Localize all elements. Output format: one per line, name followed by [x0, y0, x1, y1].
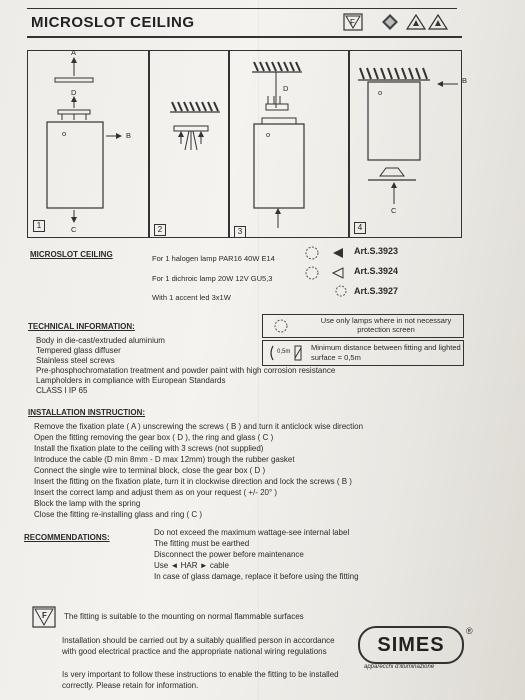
- footer-retain-line-1: Is very important to follow these instru…: [62, 670, 339, 679]
- certification-icons: F: [343, 13, 449, 31]
- tech-line-2: Tempered glass diffuser: [36, 346, 121, 355]
- rec-line-5: In case of glass damage, replace it befo…: [154, 572, 359, 581]
- flammable-icon-letter: F: [42, 611, 47, 620]
- diagram-panel-2: [148, 50, 230, 238]
- footer-install-line-1: Installation should be carried out by a …: [62, 636, 335, 645]
- rec-line-3: Disconnect the power before maintenance: [154, 550, 304, 559]
- tech-line-1: Body in die-cast/extruded aluminium: [36, 336, 165, 345]
- panel-1-label-d: D: [71, 88, 77, 97]
- diagram-panel-3: [228, 50, 350, 238]
- recommendations-heading: RECOMMENDATIONS:: [24, 533, 110, 542]
- flammable-surface-icon: [32, 606, 56, 628]
- footer-install-line-2: with good electrical practice and the ap…: [62, 647, 327, 656]
- paper-fold: [258, 0, 260, 700]
- svg-text:F: F: [350, 18, 355, 27]
- install-line-7: Insert the correct lamp and adjust them …: [34, 488, 278, 497]
- install-line-2: Open the fitting removing the gear box (…: [34, 433, 274, 442]
- panel-3-label-o: o: [266, 130, 271, 139]
- footer-mounting: The fitting is suitable to the mounting …: [64, 612, 304, 621]
- panel-3-label-d: D: [283, 84, 289, 93]
- rec-line-2: The fitting must be earthed: [154, 539, 250, 548]
- variant-3-art: Art.S.3927: [354, 286, 399, 296]
- panel-2-number: 2: [154, 224, 166, 236]
- page-title: MICROSLOT CEILING: [31, 14, 195, 31]
- variant-2-desc: For 1 dichroic lamp 20W 12V GU5,3: [152, 274, 273, 283]
- product-name: MICROSLOT CEILING: [30, 250, 113, 259]
- simes-logo: SIMES: [358, 626, 464, 664]
- diagram-drawings: [46, 57, 458, 228]
- panel-1-label-c: C: [71, 225, 77, 234]
- installation-heading: INSTALLATION INSTRUCTION:: [28, 408, 146, 417]
- footer-retain-line-2: correctly. Please retain for information…: [62, 681, 199, 690]
- install-line-6: Insert the fitting on the fixation plate…: [34, 477, 352, 486]
- panel-4-drawing: [358, 67, 458, 204]
- install-line-1: Remove the fixation plate ( A ) unscrewi…: [34, 422, 364, 431]
- speaker-icon: [333, 248, 343, 258]
- panel-2-drawing: [170, 101, 220, 151]
- diagram-panel-1: [27, 50, 150, 238]
- tech-line-5: Lampholders in compliance with European …: [36, 376, 226, 385]
- panel-4-label-b: B: [462, 76, 468, 85]
- brand-tagline: apparecchi d'illuminazione: [364, 664, 435, 670]
- panel-1-number: 1: [33, 220, 45, 232]
- distance-icon-label: 0,5m: [277, 349, 291, 355]
- registered-mark: ®: [466, 626, 473, 636]
- install-line-8: Block the lamp with the spring: [34, 499, 141, 508]
- led-icon: [335, 285, 347, 297]
- diagram-panel-4: [348, 50, 462, 238]
- rec-line-1: Do not exceed the maximum wattage-see in…: [154, 528, 350, 537]
- notice-box-distance: 0,5m Minimum distance between fitting an…: [262, 340, 464, 366]
- panel-4-label-c: C: [391, 206, 397, 215]
- panel-1-drawing: [46, 57, 122, 223]
- rec-line-4: Use ◄ HAR ► cable: [154, 561, 229, 570]
- install-line-5: Connect the single wire to terminal bloc…: [34, 466, 266, 475]
- install-line-9: Close the fitting re-installing glass an…: [34, 510, 203, 519]
- speaker-outline-icon: [331, 267, 344, 279]
- variant-icons: [305, 246, 347, 297]
- panel-1-label-o: o: [62, 129, 67, 138]
- header-top-rule: [27, 8, 457, 9]
- notice-lamps-text: Use only lamps where in not necessary pr…: [320, 316, 452, 334]
- panel-3-drawing: [252, 61, 305, 228]
- panel-1-label-a: A: [71, 48, 77, 57]
- header-symbols: F: [340, 12, 460, 32]
- panel-4-label-o: o: [378, 88, 383, 97]
- technical-heading: TECHNICAL INFORMATION:: [28, 322, 135, 331]
- install-line-4: Introduce the cable (D min 8mm - D max 1…: [34, 455, 295, 464]
- panel-3-number: 3: [234, 226, 246, 238]
- lamp-protection-icon: [274, 319, 288, 333]
- variant-1-art: Art.S.3923: [354, 246, 399, 256]
- tech-line-4: Pre-phosphochromatation treatment and po…: [36, 366, 336, 375]
- tech-line-3: Stainless steel screws: [36, 356, 115, 365]
- header-rule: [27, 36, 462, 38]
- tech-line-6: CLASS I IP 65: [36, 386, 88, 395]
- distance-icon: [270, 345, 302, 361]
- variant-1-desc: For 1 halogen lamp PAR16 40W E14: [152, 254, 275, 263]
- lamp-icon-2: [305, 266, 319, 280]
- panel-1-label-b: B: [126, 131, 132, 140]
- panel-4-number: 4: [354, 222, 366, 234]
- notice-distance-text: Minimum distance between fitting and lig…: [311, 343, 461, 362]
- variant-2-art: Art.S.3924: [354, 266, 399, 276]
- install-line-3: Install the fixation plate to the ceilin…: [34, 444, 264, 453]
- variant-3-desc: With 1 accent led 3x1W: [152, 293, 231, 302]
- notice-box-lamps: Use only lamps where in not necessary pr…: [262, 314, 464, 338]
- lamp-icon: [305, 246, 319, 260]
